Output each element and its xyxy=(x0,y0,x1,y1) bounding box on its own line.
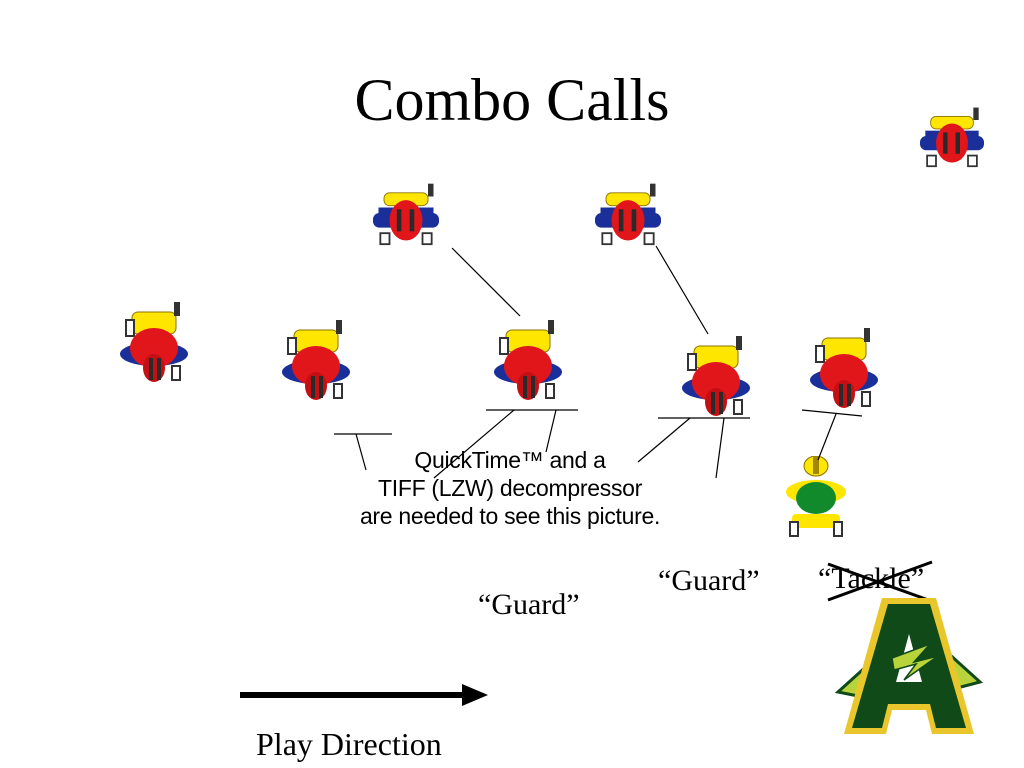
placeholder-line-1: QuickTime™ and a xyxy=(414,447,606,473)
right-arrow-icon xyxy=(240,684,488,706)
block-line-center-a xyxy=(637,417,691,463)
slide-title: Combo Calls xyxy=(354,67,670,133)
stance-line-guard-right xyxy=(801,409,863,417)
placeholder-line-2: TIFF (LZW) decompressor xyxy=(377,475,642,501)
block-line-guard-right xyxy=(817,413,837,461)
call-label-guard-right: “Guard” xyxy=(658,564,760,597)
block-line-guard-left-b xyxy=(545,409,557,453)
block-line-center-b xyxy=(715,417,725,479)
call-label-guard-left: “Guard” xyxy=(478,588,580,621)
block-line-lb-left xyxy=(451,247,521,317)
block-line-lb-right xyxy=(655,245,709,335)
placeholder-line-3: are needed to see this picture. xyxy=(359,503,661,529)
quicktime-placeholder: QuickTime™ and a TIFF (LZW) decompressor… xyxy=(300,446,720,530)
strikethrough-x-icon xyxy=(827,560,935,604)
school-a-logo-icon xyxy=(834,598,984,734)
block-line-guard-left-a xyxy=(433,409,515,479)
play-direction-label: Play Direction xyxy=(256,726,442,762)
stance-line-tackle-leg xyxy=(355,433,367,471)
